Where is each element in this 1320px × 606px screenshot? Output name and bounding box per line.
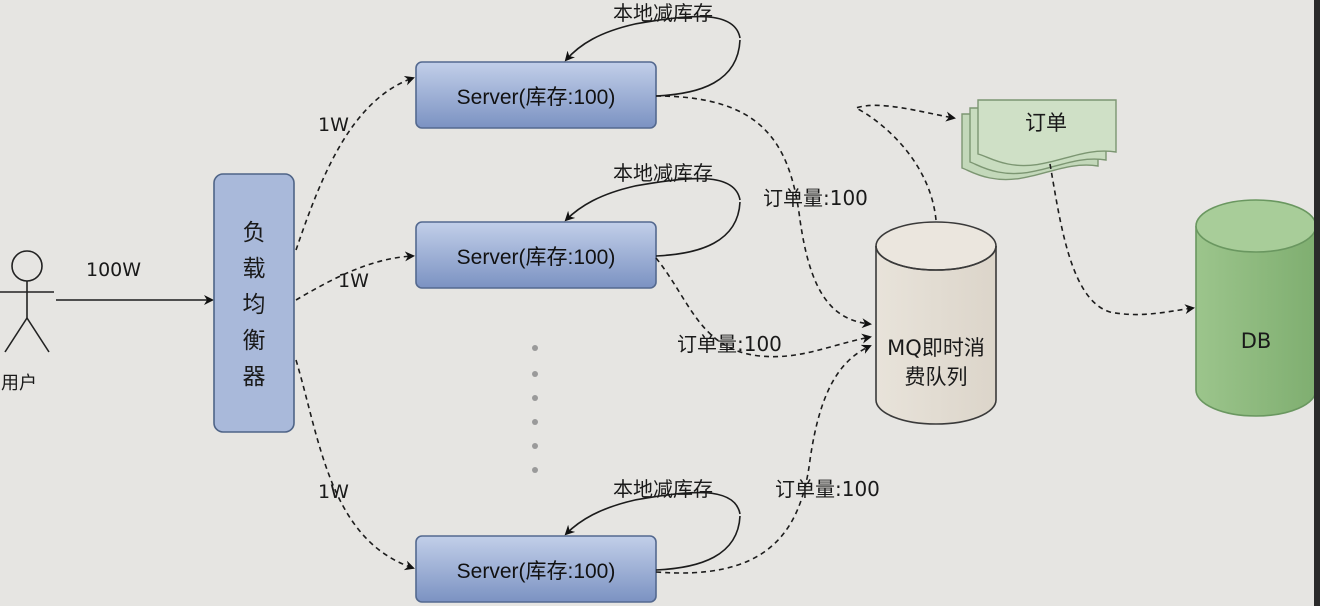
order-label-1: 订单量:100 [763, 186, 868, 210]
mq-body [875, 246, 997, 425]
order-label-3: 订单量:100 [775, 477, 880, 501]
db: DB [1195, 199, 1317, 417]
server-2-box [415, 221, 657, 289]
loop-label-server-3: 本地减库存 [613, 477, 713, 501]
loop-label-server-1: 本地减库存 [613, 1, 713, 25]
mq-queue: MQ即时消 费队列 [875, 221, 997, 425]
user-left-leg [4, 317, 28, 353]
order-documents: 订单 [961, 99, 1117, 181]
load-balancer-char: 器 [243, 364, 266, 390]
edge-order-to-db [1049, 163, 1195, 316]
db-label: DB [1241, 329, 1272, 353]
edge-server-1-to-mq [655, 95, 872, 329]
server-1-label: Server(库存:100) [457, 86, 616, 109]
order-label: 订单 [1025, 111, 1067, 135]
edge-mq-to-order [853, 104, 956, 221]
traffic-label-server-3: 1W [318, 481, 349, 503]
self-loop-server-2 [564, 177, 741, 222]
server-2-label: Server(库存:100) [457, 246, 616, 269]
self-loop-server-3-tail [655, 515, 741, 571]
server-1-box [415, 61, 657, 129]
load-balancer-char: 均 [243, 292, 266, 318]
user-label: 用户 [1, 373, 37, 394]
traffic-label-server-2: 1W [338, 270, 369, 292]
self-loop-server-1-tail [655, 39, 741, 97]
user-right-leg [26, 317, 50, 353]
edge-server-2-to-mq [655, 257, 872, 358]
load-balancer: 负载均衡器 [213, 173, 295, 433]
self-loop-server-2-tail [655, 201, 741, 257]
edge-lb-to-server-2 [295, 251, 415, 301]
self-loop-server-1 [564, 15, 741, 62]
server-2: Server(库存:100) [415, 221, 657, 289]
db-top [1195, 199, 1317, 253]
mq-label-line2: 费队列 [905, 365, 968, 389]
server-3: Server(库存:100) [415, 535, 657, 603]
edge-lb-to-server-3 [295, 359, 415, 571]
db-body [1195, 226, 1317, 417]
edge-lb-to-server-1 [295, 75, 415, 251]
server-3-label: Server(库存:100) [457, 560, 616, 583]
user-head [11, 250, 43, 282]
self-loop-server-3 [564, 491, 741, 536]
edge-server-3-to-mq [655, 344, 872, 574]
mq-label-line1: MQ即时消 [887, 336, 985, 360]
user-actor: 用户 [0, 250, 54, 394]
load-balancer-box [213, 173, 295, 433]
server-1: Server(库存:100) [415, 61, 657, 129]
load-balancer-char: 衡 [243, 328, 266, 354]
edge-user-label: 100W [86, 259, 141, 281]
load-balancer-label: 负载均衡器 [243, 220, 266, 390]
more-servers-ellipsis [532, 345, 538, 473]
load-balancer-char: 负 [243, 220, 266, 246]
loop-label-server-2: 本地减库存 [613, 161, 713, 185]
order-doc-front [977, 99, 1117, 167]
traffic-label-server-1: 1W [318, 114, 349, 136]
mq-top-front [875, 245, 997, 271]
load-balancer-char: 载 [243, 256, 266, 282]
order-label-2: 订单量:100 [677, 332, 782, 356]
server-3-box [415, 535, 657, 603]
